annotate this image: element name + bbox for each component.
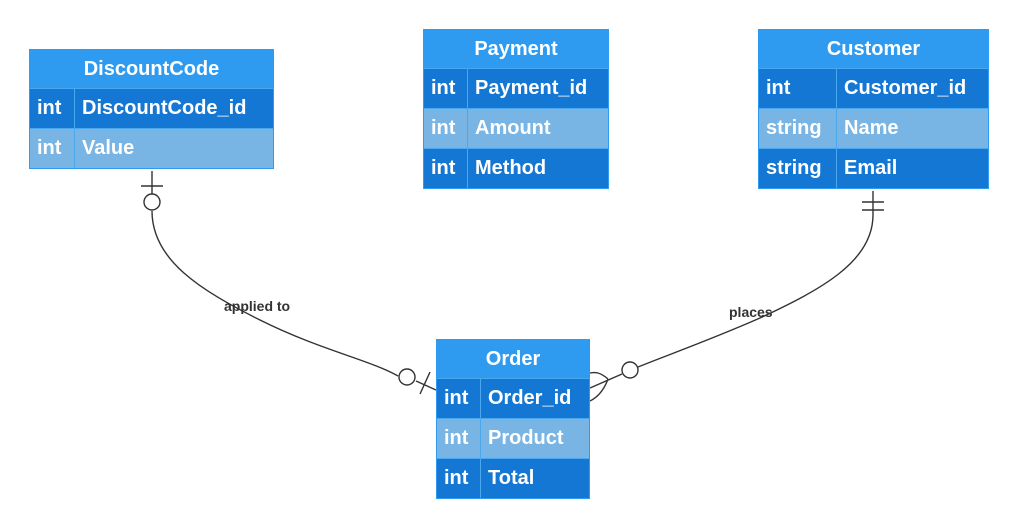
entity-order-title: Order	[437, 340, 589, 378]
field-type: int	[437, 419, 481, 458]
edge-places-crowfoot	[589, 371, 609, 402]
field-name: Method	[475, 157, 547, 179]
edge-applied-to-line	[151, 171, 437, 391]
edge-applied-to	[141, 171, 437, 395]
field-name: Amount	[475, 117, 551, 139]
edge-places	[589, 191, 884, 402]
field-name: Total	[488, 467, 535, 489]
field-type: int	[437, 459, 481, 498]
table-row: int Value	[30, 128, 273, 168]
field-name: DiscountCode_id	[82, 97, 247, 119]
field-type: int	[424, 69, 468, 108]
field-name: Name	[844, 117, 899, 139]
field-type: string	[759, 149, 837, 188]
field-name: Value	[82, 137, 135, 159]
entity-discountcode-title: DiscountCode	[30, 50, 273, 88]
edge-applied-to-zero-circle-top	[143, 193, 161, 211]
field-type: string	[759, 109, 837, 148]
field-name: Order_id	[488, 387, 572, 409]
entity-payment-title: Payment	[424, 30, 608, 68]
table-row: int DiscountCode_id	[30, 88, 273, 128]
table-row: string Email	[759, 148, 988, 188]
edge-label-applied-to: applied to	[224, 298, 291, 314]
table-row: int Customer_id	[759, 68, 988, 108]
field-name: Customer_id	[844, 77, 967, 99]
entity-customer[interactable]: Customer int Customer_id string Name str…	[758, 29, 989, 189]
edge-label-places: places	[729, 304, 773, 320]
table-row: int Method	[424, 148, 608, 188]
table-row: int Amount	[424, 108, 608, 148]
edge-applied-to-zero-circle-bottom	[398, 368, 416, 386]
field-type: int	[424, 109, 468, 148]
entity-payment[interactable]: Payment int Payment_id int Amount int Me…	[423, 29, 609, 189]
field-type: int	[759, 69, 837, 108]
field-type: int	[30, 89, 75, 128]
field-type: int	[30, 129, 75, 168]
table-row: int Payment_id	[424, 68, 608, 108]
table-row: int Order_id	[437, 378, 589, 418]
field-name: Product	[488, 427, 564, 449]
field-name: Payment_id	[475, 77, 588, 99]
entity-discountcode[interactable]: DiscountCode int DiscountCode_id int Val…	[29, 49, 274, 169]
entity-order[interactable]: Order int Order_id int Product int Total	[436, 339, 590, 499]
table-row: int Total	[437, 458, 589, 498]
edge-places-zero-circle	[621, 361, 639, 379]
field-type: int	[437, 379, 481, 418]
table-row: int Product	[437, 418, 589, 458]
entity-customer-title: Customer	[759, 30, 988, 68]
table-row: string Name	[759, 108, 988, 148]
edge-applied-to-one-bar-bottom	[419, 371, 431, 395]
field-type: int	[424, 149, 468, 188]
edge-places-line	[589, 191, 874, 389]
field-name: Email	[844, 157, 898, 179]
